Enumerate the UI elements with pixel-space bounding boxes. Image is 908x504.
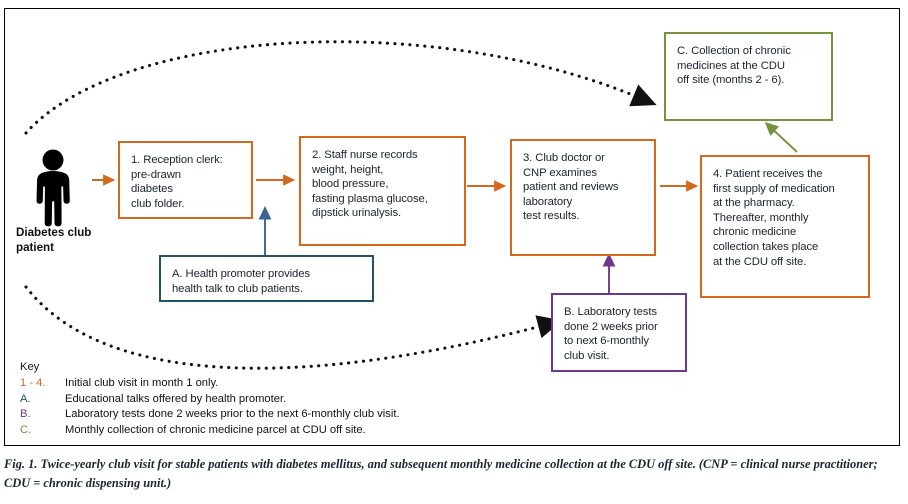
note-box-a[interactable]: A. Health promoter provides health talk … <box>159 255 374 302</box>
figure-caption: Fig. 1. Twice-yearly club visit for stab… <box>4 457 878 490</box>
key-legend: Key 1 - 4. Initial club visit in month 1… <box>20 360 400 438</box>
key-title: Key <box>20 361 40 373</box>
note-box-b[interactable]: B. Laboratory tests done 2 weeks prior t… <box>551 293 687 372</box>
key-text-a: Educational talks offered by health prom… <box>65 392 287 405</box>
key-row-a: A. Educational talks offered by health p… <box>20 392 400 407</box>
patient-label: Diabetes club patient <box>16 226 92 254</box>
key-row-1-4: 1 - 4. Initial club visit in month 1 onl… <box>20 376 400 391</box>
process-box-step-1[interactable]: 1. Reception clerk: pre-drawn diabetes c… <box>118 141 253 219</box>
key-text-c: Monthly collection of chronic medicine p… <box>65 423 366 436</box>
process-box-step-3[interactable]: 3. Club doctor or CNP examines patient a… <box>510 139 656 256</box>
key-tag-c: C. <box>20 423 32 436</box>
note-box-c[interactable]: C. Collection of chronic medicines at th… <box>664 32 833 121</box>
key-row-c: C. Monthly collection of chronic medicin… <box>20 423 400 438</box>
process-box-step-4[interactable]: 4. Patient receives the first supply of … <box>700 155 870 298</box>
key-row-b: B. Laboratory tests done 2 weeks prior t… <box>20 407 400 422</box>
key-text-1-4: Initial club visit in month 1 only. <box>65 377 219 390</box>
process-box-step-2[interactable]: 2. Staff nurse records weight, height, b… <box>299 136 466 246</box>
key-tag-a: A. <box>20 392 31 405</box>
key-text-b: Laboratory tests done 2 weeks prior to t… <box>65 408 400 421</box>
key-tag-b: B. <box>20 408 31 421</box>
key-tag-1-4: 1 - 4. <box>20 377 46 390</box>
